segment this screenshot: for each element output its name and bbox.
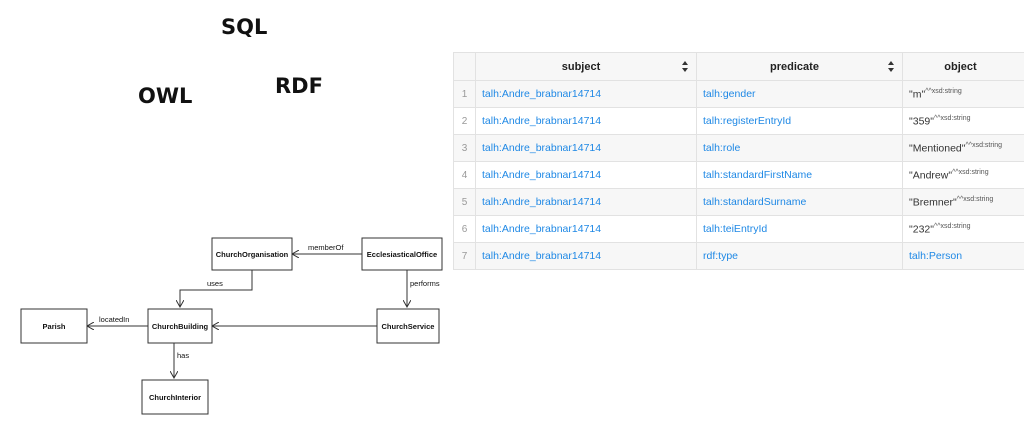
edge-has: has — [174, 343, 189, 378]
table-row: 4 talh:Andre_brabnar14714 talh:standardF… — [453, 161, 1024, 189]
table-row: 1 talh:Andre_brabnar14714 talh:gender "m… — [453, 80, 1024, 108]
node-label-parish: Parish — [43, 322, 66, 331]
table-header-row: subject predicate object — [453, 52, 1024, 81]
sparql-results-table: subject predicate object 1 talh:Andre_br… — [453, 52, 1024, 270]
predicate-link[interactable]: talh:standardFirstName — [696, 161, 903, 189]
row-index: 5 — [453, 188, 476, 216]
node-label-church-interior: ChurchInterior — [149, 393, 201, 402]
node-label-ecclesiastical-office: EcclesiasticalOffice — [367, 250, 437, 259]
node-church-service: ChurchService — [376, 308, 440, 344]
predicate-link[interactable]: talh:gender — [696, 80, 903, 108]
literal-datatype: ^^xsd:string — [933, 114, 971, 122]
object-iri[interactable]: talh:Person — [909, 250, 963, 262]
column-header-label: predicate — [770, 60, 819, 73]
literal-value: "359" — [909, 115, 934, 128]
rdf-label: RDF — [275, 74, 323, 98]
literal-datatype: ^^xsd:string — [956, 195, 994, 203]
predicate-link[interactable]: rdf:type — [696, 242, 903, 270]
node-church-interior: ChurchInterior — [141, 379, 209, 415]
literal-value: "Mentioned" — [909, 142, 966, 155]
column-header-index — [453, 52, 476, 81]
sort-icon[interactable] — [888, 61, 894, 72]
owl-label: OWL — [138, 84, 193, 108]
edge-located-in: locatedIn — [87, 315, 148, 326]
edge-label-has: has — [177, 351, 189, 360]
literal-datatype: ^^xsd:string — [965, 141, 1003, 149]
edge-label-located-in: locatedIn — [99, 315, 129, 324]
row-index: 7 — [453, 242, 476, 270]
edge-performs: performs — [407, 270, 440, 307]
column-header-subject[interactable]: subject — [475, 52, 697, 81]
edge-label-uses: uses — [207, 279, 223, 288]
row-index: 4 — [453, 161, 476, 189]
subject-link[interactable]: talh:Andre_brabnar14714 — [475, 161, 697, 189]
node-label-church-organisation: ChurchOrganisation — [216, 250, 289, 259]
table-row: 6 talh:Andre_brabnar14714 talh:teiEntryI… — [453, 215, 1024, 243]
literal-datatype: ^^xsd:string — [933, 222, 971, 230]
subject-link[interactable]: talh:Andre_brabnar14714 — [475, 188, 697, 216]
subject-link[interactable]: talh:Andre_brabnar14714 — [475, 134, 697, 162]
literal-value: "Bremner" — [909, 196, 957, 209]
subject-link[interactable]: talh:Andre_brabnar14714 — [475, 215, 697, 243]
row-index: 1 — [453, 80, 476, 108]
object-literal: "Mentioned"^^xsd:string — [902, 134, 1024, 162]
table-row: 2 talh:Andre_brabnar14714 talh:registerE… — [453, 107, 1024, 135]
object-literal: "232"^^xsd:string — [902, 215, 1024, 243]
literal-value: "m" — [909, 88, 926, 101]
literal-value: "232" — [909, 223, 934, 236]
node-label-church-service: ChurchService — [382, 322, 435, 331]
predicate-link[interactable]: talh:standardSurname — [696, 188, 903, 216]
row-index: 6 — [453, 215, 476, 243]
node-church-building: ChurchBuilding — [147, 308, 213, 344]
edge-member-of: memberOf — [292, 243, 362, 254]
row-index: 3 — [453, 134, 476, 162]
table-row: 5 talh:Andre_brabnar14714 talh:standardS… — [453, 188, 1024, 216]
subject-link[interactable]: talh:Andre_brabnar14714 — [475, 80, 697, 108]
column-header-label: object — [944, 60, 977, 73]
subject-link[interactable]: talh:Andre_brabnar14714 — [475, 242, 697, 270]
object-literal: "Andrew"^^xsd:string — [902, 161, 1024, 189]
node-label-church-building: ChurchBuilding — [152, 322, 209, 331]
literal-datatype: ^^xsd:string — [952, 168, 989, 176]
object-literal: "m"^^xsd:string — [902, 80, 1024, 108]
subject-link[interactable]: talh:Andre_brabnar14714 — [475, 107, 697, 135]
object-literal: "Bremner"^^xsd:string — [902, 188, 1024, 216]
predicate-link[interactable]: talh:teiEntryId — [696, 215, 903, 243]
column-header-label: subject — [561, 60, 601, 73]
table-row: 3 talh:Andre_brabnar14714 talh:role "Men… — [453, 134, 1024, 162]
edge-uses: uses — [180, 270, 253, 307]
node-church-organisation: ChurchOrganisation — [211, 237, 293, 271]
sql-label: SQL — [221, 15, 268, 39]
edge-label-member-of: memberOf — [308, 243, 344, 252]
node-ecclesiastical-office: EcclesiasticalOffice — [361, 237, 443, 271]
row-index: 2 — [453, 107, 476, 135]
table-row: 7 talh:Andre_brabnar14714 rdf:type talh:… — [453, 242, 1024, 270]
column-header-predicate[interactable]: predicate — [696, 52, 903, 81]
sort-icon[interactable] — [682, 61, 688, 72]
literal-value: "Andrew" — [909, 169, 953, 182]
column-header-object[interactable]: object — [902, 52, 1024, 81]
object-link[interactable]: talh:Person — [902, 242, 1024, 270]
object-literal: "359"^^xsd:string — [902, 107, 1024, 135]
predicate-link[interactable]: talh:role — [696, 134, 903, 162]
node-parish: Parish — [20, 308, 88, 344]
literal-datatype: ^^xsd:string — [925, 87, 962, 95]
ontology-diagram: memberOf uses performs locatedIn has Chu… — [20, 237, 443, 415]
predicate-link[interactable]: talh:registerEntryId — [696, 107, 903, 135]
edge-label-performs: performs — [410, 279, 440, 288]
